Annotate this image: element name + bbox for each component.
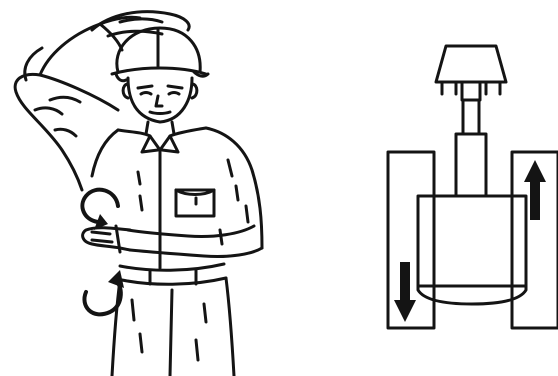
collar	[118, 122, 206, 152]
excavator-figure	[370, 0, 558, 376]
raised-arm	[15, 17, 140, 190]
excavator-drawing	[370, 0, 558, 376]
signaler-drawing	[0, 0, 300, 376]
trousers	[112, 278, 234, 376]
belt	[120, 264, 226, 284]
hard-hat-icon	[112, 28, 208, 81]
track-arrow-down-icon	[394, 262, 416, 322]
boom	[456, 100, 486, 196]
signaler-face	[123, 78, 197, 122]
bucket	[436, 46, 506, 100]
lower-arm	[83, 226, 262, 257]
signaler-figure	[0, 0, 300, 376]
rotate-arrow-lower	[84, 280, 120, 314]
arrowhead-lower	[108, 270, 124, 288]
